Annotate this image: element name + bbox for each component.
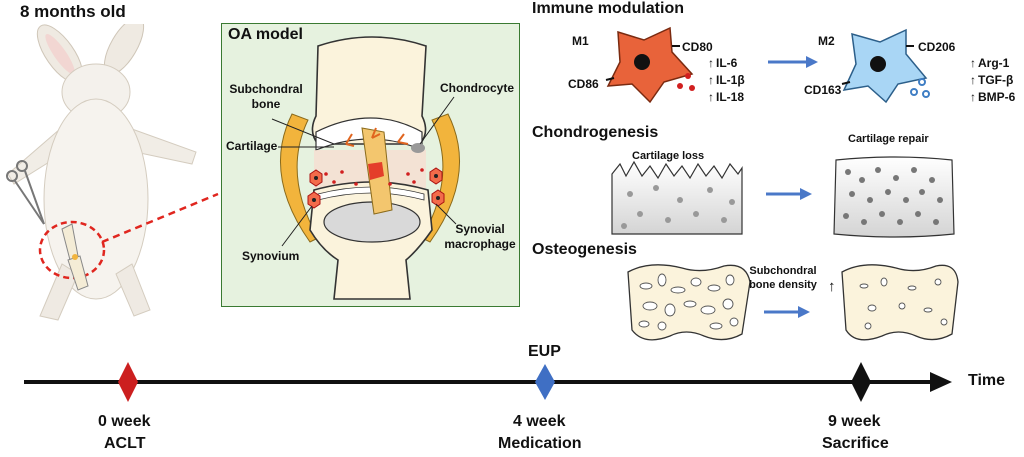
immune-title: Immune modulation bbox=[532, 0, 684, 17]
m2-cytokine-2: TGF-β bbox=[970, 73, 1013, 87]
m2-cytokine-3: BMP-6 bbox=[970, 90, 1015, 104]
bone-density-note: Subchondral bone density bbox=[749, 265, 817, 291]
timeline-event-2-line1: 9 week bbox=[828, 413, 881, 430]
up-arrow-icon: ↑ bbox=[828, 278, 836, 295]
timeline-event-0-line2: ACLT bbox=[104, 435, 146, 452]
osteogenesis-title: Osteogenesis bbox=[532, 241, 637, 258]
cd80-label: CD80 bbox=[682, 40, 713, 54]
timeline-event-0-line1: 0 week bbox=[98, 413, 151, 430]
oa-model-title: OA model bbox=[228, 26, 303, 43]
scissors-icon bbox=[6, 160, 45, 225]
m2-cytokine-1: Arg-1 bbox=[970, 56, 1009, 70]
timeline-marker-2 bbox=[851, 362, 871, 402]
cartilage-loss-label: Cartilage loss bbox=[632, 150, 705, 162]
synovium-label: Synovium bbox=[242, 249, 300, 263]
timeline-event-2-line2: Sacrifice bbox=[822, 435, 889, 452]
chondrocyte-label: Chondrocyte bbox=[440, 81, 515, 95]
timeline-event-1-line2: Medication bbox=[498, 435, 582, 452]
m2-label: M2 bbox=[818, 34, 835, 48]
knee-joint-diagram bbox=[271, 36, 460, 300]
cd163-label: CD163 bbox=[804, 83, 842, 97]
timeline-marker-1 bbox=[535, 364, 555, 400]
oa-model-panel: OA model bbox=[221, 23, 520, 307]
m1-cytokine-1: IL-6 bbox=[708, 56, 737, 70]
m1-cytokine-2: IL-1β bbox=[708, 73, 745, 87]
rabbit-illustration bbox=[6, 24, 219, 321]
chondrogenesis-title: Chondrogenesis bbox=[532, 124, 659, 141]
m1-label: M1 bbox=[572, 34, 589, 48]
cartilage-comparison bbox=[611, 156, 955, 238]
timeline-marker-0 bbox=[118, 362, 138, 402]
timeline-event-1-line1: 4 week bbox=[513, 413, 566, 430]
m1-cytokine-3: IL-18 bbox=[708, 90, 744, 104]
bone-density-comparison bbox=[627, 264, 959, 341]
cd206-label: CD206 bbox=[918, 40, 956, 54]
time-axis-label: Time bbox=[968, 372, 1006, 389]
subchondral-bone-label: Subchondral bone bbox=[229, 82, 303, 111]
timeline-event-top-1: EUP bbox=[528, 343, 561, 360]
age-label: 8 months old bbox=[20, 2, 126, 21]
cartilage-repair-label: Cartilage repair bbox=[848, 133, 929, 145]
synovial-macrophage-label: Synovial macrophage bbox=[444, 222, 516, 251]
timeline-axis bbox=[24, 372, 952, 392]
cartilage-label: Cartilage bbox=[226, 139, 278, 153]
immune-cells-diagram bbox=[605, 26, 930, 104]
cd86-label: CD86 bbox=[568, 77, 599, 91]
